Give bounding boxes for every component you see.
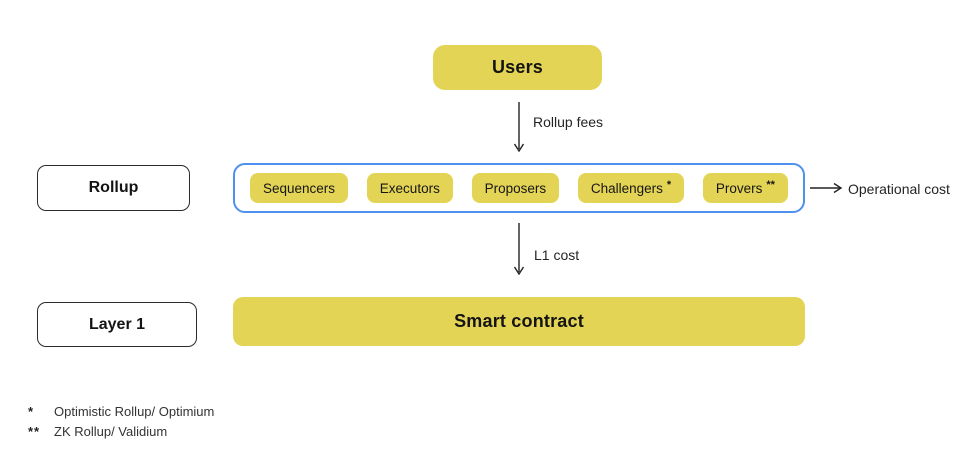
actor-chip-challengers: Challengers*	[577, 173, 685, 203]
arrow-down-icon	[513, 223, 525, 275]
l1-cost-edge-label: L1 cost	[534, 247, 580, 263]
arrow-down-rollup-to-layer1	[512, 223, 526, 275]
footnote-marker: **	[28, 424, 41, 439]
rollup-actors-container: Sequencers Executors Proposers Challenge…	[233, 163, 805, 213]
actor-chip-proposers: Proposers	[471, 173, 560, 203]
actor-chip-sequencers: Sequencers	[250, 173, 349, 203]
rollup-fees-edge-label: Rollup fees	[533, 114, 604, 130]
smart-contract-node-label: Smart contract	[454, 311, 584, 331]
arrow-down-users-to-rollup	[512, 102, 526, 152]
arrow-right-icon	[810, 182, 843, 194]
actor-chip-provers: Provers**	[702, 173, 788, 203]
users-node: Users	[433, 45, 602, 90]
arrow-down-icon	[513, 102, 525, 152]
layer1-row-label-text: Layer 1	[88, 315, 146, 333]
operational-cost-edge-label: Operational cost	[848, 181, 950, 197]
actor-chip-footnote-marker: *	[666, 178, 672, 191]
actor-chip-executors: Executors	[366, 173, 453, 203]
actor-chip-label: Challengers	[590, 180, 663, 196]
footnotes: * Optimistic Rollup/ Optimium ** ZK Roll…	[28, 402, 214, 442]
rollup-row-label-text: Rollup	[88, 179, 139, 196]
actor-chip-label: Proposers	[484, 180, 547, 196]
actor-chip-label: Sequencers	[263, 180, 336, 196]
actor-chip-label: Provers	[715, 180, 763, 196]
footnote-optimistic: * Optimistic Rollup/ Optimium	[28, 402, 214, 422]
footnote-text: ZK Rollup/ Validium	[54, 424, 168, 439]
footnote-text: Optimistic Rollup/ Optimium	[54, 404, 215, 419]
smart-contract-node: Smart contract	[233, 297, 805, 346]
actor-chip-label: Executors	[379, 180, 440, 196]
footnote-marker: *	[28, 404, 35, 419]
footnote-zk: ** ZK Rollup/ Validium	[28, 422, 214, 442]
actor-chip-footnote-marker: **	[766, 178, 775, 191]
arrow-right-operational-cost	[810, 181, 844, 195]
rollup-row-label: Rollup	[37, 165, 190, 211]
users-node-label: Users	[491, 57, 544, 77]
layer1-row-label: Layer 1	[37, 302, 197, 347]
